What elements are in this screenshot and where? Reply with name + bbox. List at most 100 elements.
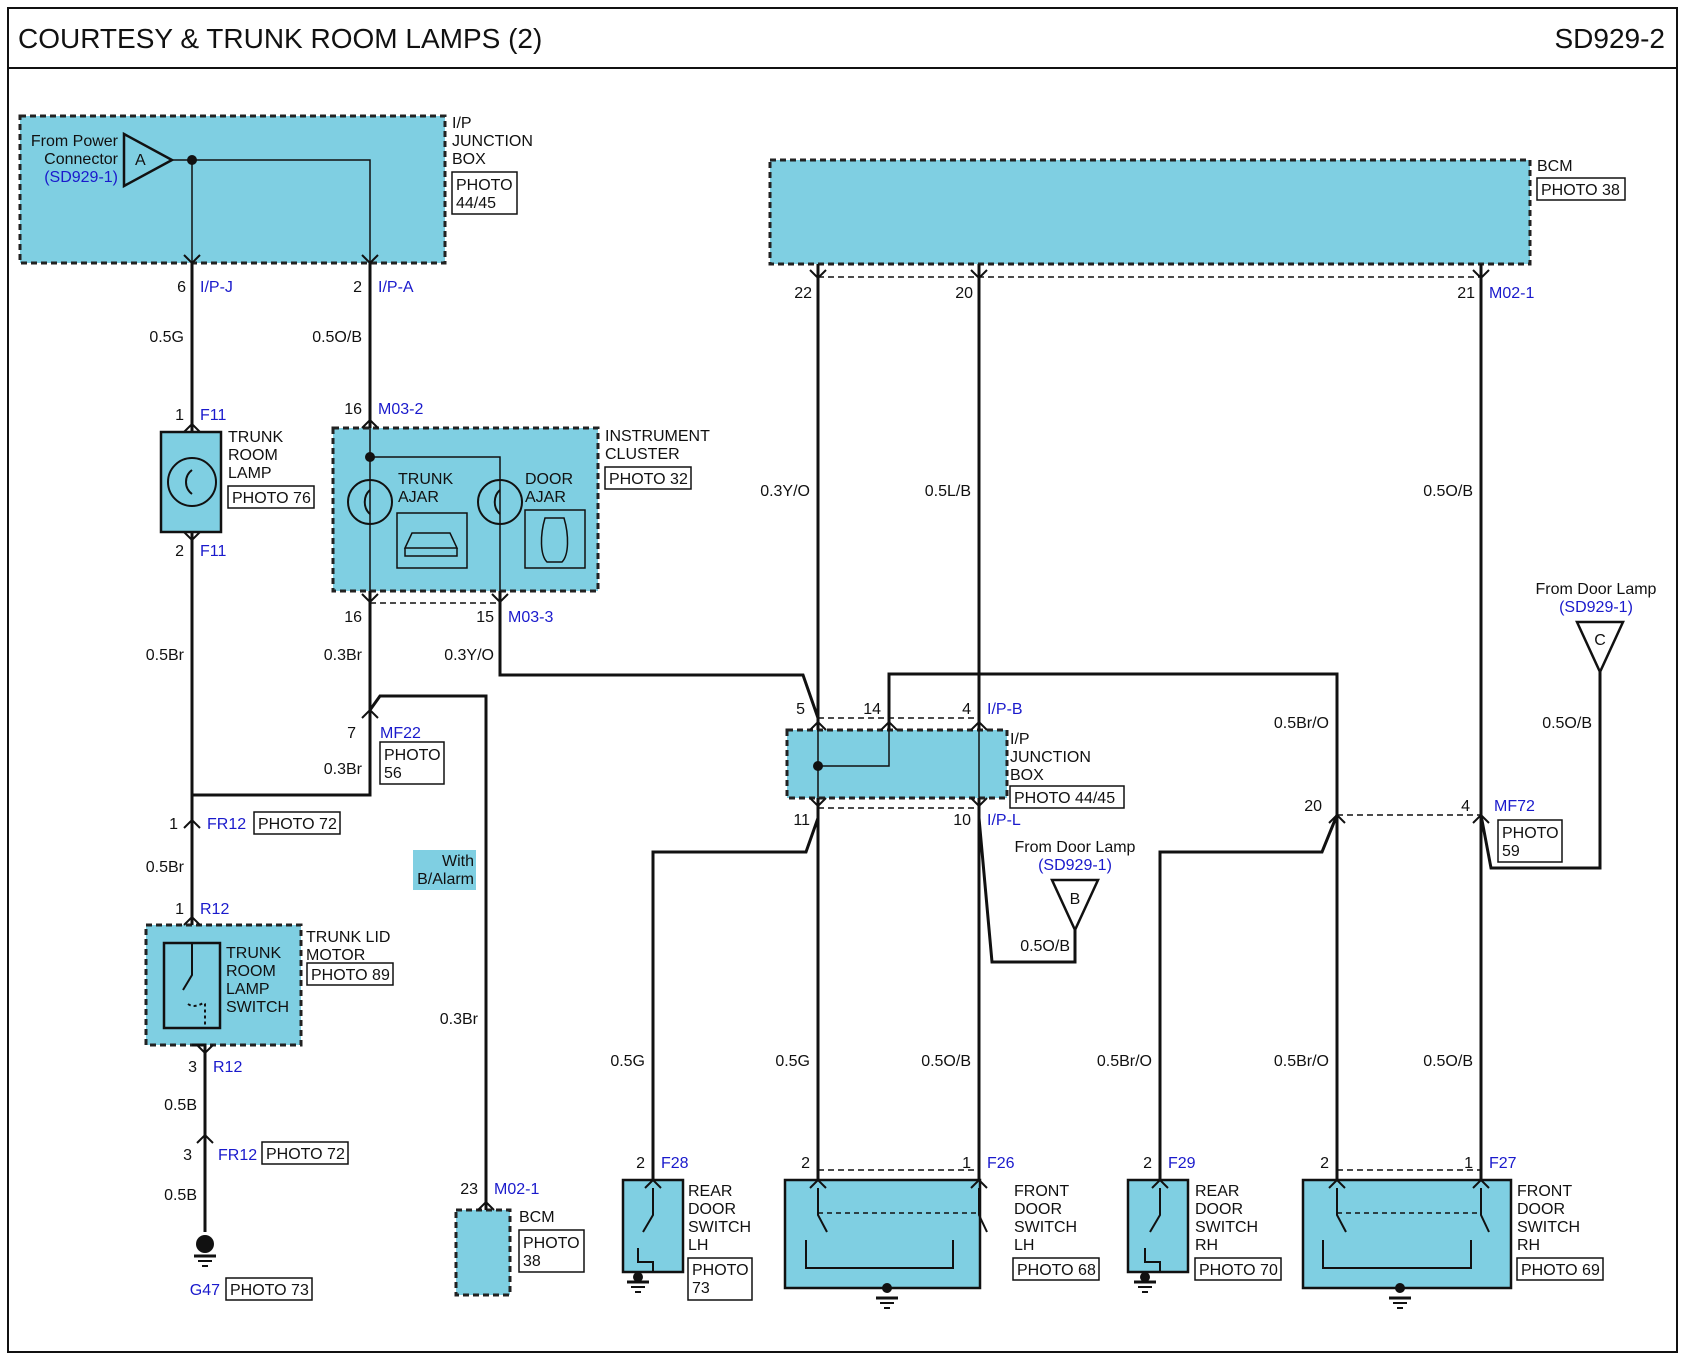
splice-points [187,155,823,771]
label: PHOTO 72 [266,1146,345,1163]
label: 3 [188,1059,197,1076]
label: MOTOR [306,947,365,964]
label: 1 [962,1155,971,1172]
label: 21 [1457,285,1475,302]
label: I/P-L [987,812,1021,829]
label: SWITCH [226,999,289,1016]
label: 4 [962,701,971,718]
label: FR12 [218,1147,257,1164]
label: SWITCH [688,1219,751,1236]
label: 1 [169,816,178,833]
label: 0.5O/B [312,329,362,346]
label: With [442,853,474,870]
label: JUNCTION [452,133,533,150]
label: 10 [953,812,971,829]
label: 7 [347,725,356,742]
label: F27 [1489,1155,1517,1172]
label: BCM [1537,158,1573,175]
label: 0.5Br/O [1274,715,1329,732]
label: 1 [175,407,184,424]
label: ROOM [226,963,276,980]
diagram-frame [7,7,1678,1353]
diagram-code: SD929-2 [1554,23,1665,54]
front-door-switch-rh [1301,1178,1513,1290]
label: 15 [476,609,494,626]
label: 0.5G [610,1053,645,1070]
label: JUNCTION [1010,749,1091,766]
label: I/P [1010,731,1030,748]
bcm-bottom [454,1208,512,1297]
label: 23 [460,1181,478,1198]
label: 2 [1143,1155,1152,1172]
label: 0.3Y/O [444,647,494,664]
label: 2 [353,279,362,296]
label: PHOTO 73 [230,1282,309,1299]
label: PHOTO 89 [311,967,390,984]
label: TRUNK [398,471,453,488]
label: BOX [1010,767,1044,784]
label: I/P-B [987,701,1023,718]
label: AJAR [398,489,439,506]
label: MF22 [380,725,421,742]
label: PHOTO 70 [1199,1262,1278,1279]
label: 2 [801,1155,810,1172]
label: From Power [31,133,119,150]
label: 0.5G [775,1053,810,1070]
label: From Door Lamp [1536,581,1657,598]
label: PHOTO [456,177,513,194]
label: ROOM [228,447,278,464]
photo-boxes [225,171,1626,1301]
label: AJAR [525,489,566,506]
label: R12 [213,1059,242,1076]
label: F28 [661,1155,689,1172]
label: 0.5L/B [925,483,971,500]
label: BOX [452,151,486,168]
label: 0.5Br/O [1274,1053,1329,1070]
label: PHOTO 32 [609,471,688,488]
label: 1 [175,901,184,918]
label: 2 [1320,1155,1329,1172]
label: 0.5G [149,329,184,346]
label: 59 [1502,843,1520,860]
label: PHOTO 44/45 [1014,790,1115,807]
label: DOOR [1014,1201,1062,1218]
label: LH [688,1237,708,1254]
ground-symbols [192,1235,1413,1310]
label: 20 [955,285,973,302]
label: 0.5Br/O [1097,1053,1152,1070]
label: F29 [1168,1155,1196,1172]
ip-junction-box-mid [785,728,1009,800]
label: BCM [519,1209,555,1226]
label: PHOTO [523,1235,580,1252]
label: 73 [692,1280,710,1297]
label: 0.5O/B [1020,938,1070,955]
rear-door-switch-rh [1126,1178,1190,1274]
label: PHOTO 38 [1541,182,1620,199]
bcm-top [768,158,1532,266]
label: PHOTO 69 [1521,1262,1600,1279]
label: (SD929-1) [1559,599,1633,616]
label: B/Alarm [417,871,474,888]
modules [18,114,1532,1297]
label: 0.5B [164,1097,197,1114]
label: 6 [177,279,186,296]
label: 38 [523,1253,541,1270]
label: FRONT [1517,1183,1572,1200]
label: SWITCH [1517,1219,1580,1236]
label: C [1594,632,1606,649]
label: 2 [636,1155,645,1172]
label: FRONT [1014,1183,1069,1200]
label: 0.5Br [146,647,185,664]
label: LH [1014,1237,1034,1254]
label: 20 [1304,798,1322,815]
label: PHOTO 72 [258,816,337,833]
label: DOOR [1517,1201,1565,1218]
label: DOOR [525,471,573,488]
label: 14 [863,701,881,718]
label: DOOR [1195,1201,1243,1218]
connector-marks [183,254,1490,1211]
wires [172,159,1602,1232]
label: I/P-J [200,279,233,296]
label: PHOTO 76 [232,490,311,507]
